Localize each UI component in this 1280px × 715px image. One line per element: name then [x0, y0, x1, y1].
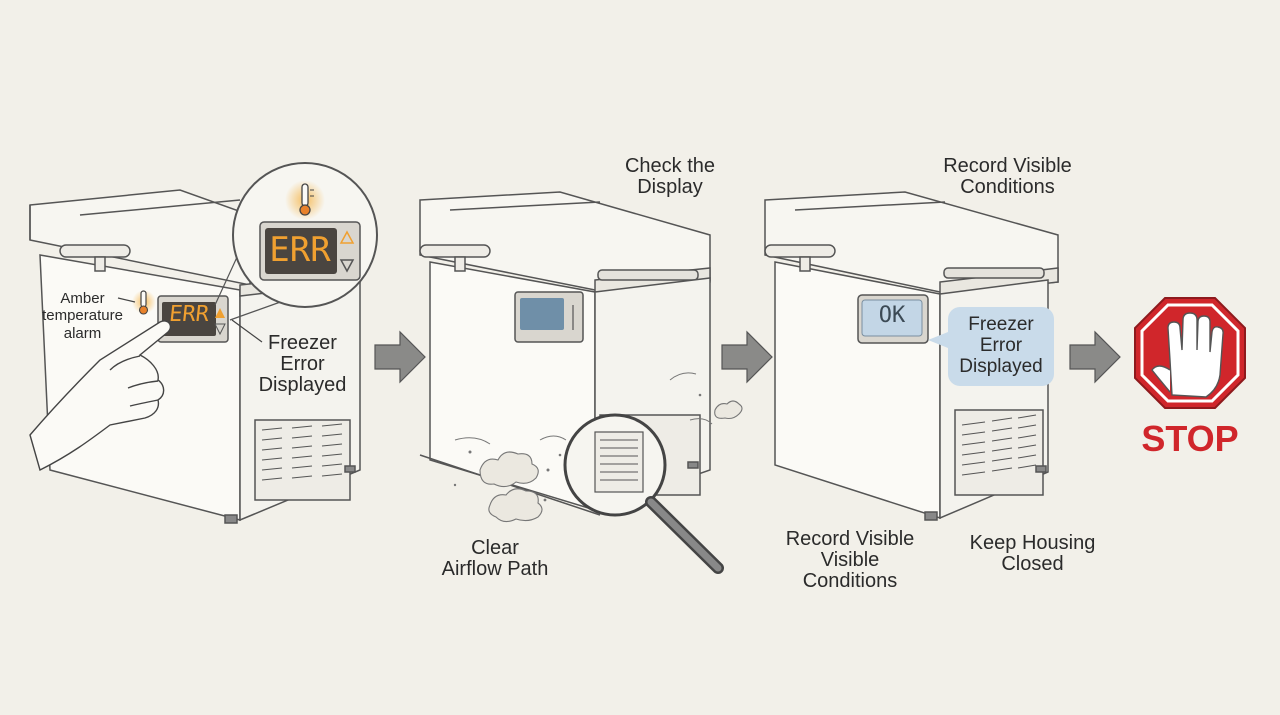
freezer-error-bubble: Freezer Error Displayed — [948, 307, 1054, 386]
check-display-title: Check the Display — [624, 155, 716, 198]
record-conditions-title: Record Visible Conditions — [943, 155, 1072, 198]
clear-airflow-caption: Clear Airflow Path — [441, 537, 549, 580]
error-code-zoomed: ERR — [269, 230, 331, 270]
error-code-small: ERR — [167, 302, 211, 327]
thermometer-icon — [299, 183, 314, 216]
stop-label: STOP — [1141, 418, 1239, 459]
arrow-right-icon — [374, 330, 426, 384]
arrow-right-icon — [721, 330, 773, 384]
pointing-hand — [29, 320, 172, 472]
amber-alarm-label: Amber temperature alarm — [42, 290, 123, 342]
error-display-panel — [157, 295, 229, 343]
hand-icon — [1151, 312, 1224, 398]
blank-display-panel — [514, 291, 584, 343]
ok-display-panel — [857, 294, 929, 344]
freezer-error-label: Freezer Error Displayed — [258, 332, 347, 396]
keep-housing-closed-caption: Keep Housing Closed — [969, 532, 1096, 575]
magnifier-icon — [563, 413, 724, 574]
display-zoom-callout — [214, 162, 378, 321]
dust-cloud — [479, 400, 743, 523]
arrow-right-icon — [1069, 330, 1121, 384]
thermometer-icon — [132, 290, 156, 315]
ok-display-text: OK — [878, 303, 906, 328]
record-conditions-caption: Record Visible Visible Conditions — [785, 528, 915, 592]
